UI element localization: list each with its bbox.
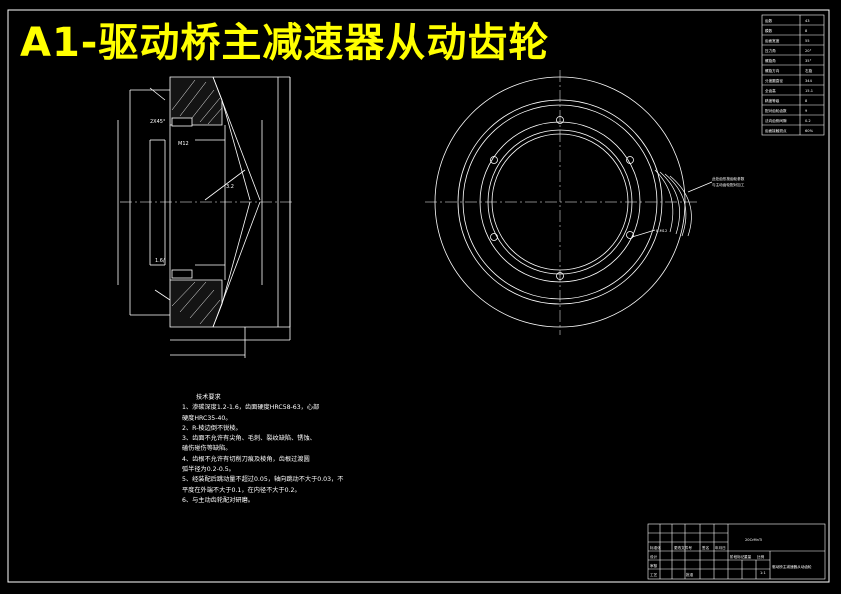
label-weight: 重量 bbox=[744, 554, 752, 559]
section-view bbox=[117, 76, 295, 358]
param-value: 15.1 bbox=[805, 89, 813, 93]
tech-req-item: 平度在外端不大于0.1，在内径不大于0.2。 bbox=[182, 486, 301, 494]
tech-req-item: 6、与主动齿轮配对研磨。 bbox=[182, 496, 254, 504]
bolt-hole bbox=[490, 233, 498, 241]
tech-req-item: 5、经装配后跳动量不超过0.05，轴向跳动不大于0.03，不 bbox=[182, 476, 344, 484]
tech-req-item: 4、齿根不允许有切削刀痕及棱角，齿根过渡圆 bbox=[182, 455, 310, 463]
param-label: 法向齿侧间隙 bbox=[765, 118, 787, 123]
title-block-text: 20CrMnTi 驱动桥主减速器从动齿轮 标准化 更改文件号 签名 年月日 设计… bbox=[650, 538, 812, 577]
label-design: 设计 bbox=[650, 554, 658, 559]
tech-req-item: 1、渗碳深度1.2-1.6，齿面硬度HRC58-63，心部 bbox=[182, 404, 320, 412]
bolt-hole bbox=[626, 156, 634, 164]
param-value: 右旋 bbox=[805, 68, 813, 73]
bolt-hole bbox=[556, 116, 564, 124]
tech-req-heading: 技术要求 bbox=[196, 394, 221, 401]
param-value: 55 bbox=[805, 39, 810, 43]
label-check: 审核 bbox=[650, 563, 658, 568]
param-value: 35° bbox=[805, 59, 812, 63]
chamfer-label: 2X45° bbox=[150, 119, 166, 125]
tooth-profiles bbox=[631, 169, 713, 238]
label-stage: 阶段标记 bbox=[730, 554, 745, 559]
tech-req-item: 弧半径为0.2-0.5。 bbox=[182, 466, 235, 474]
param-value: 8 bbox=[805, 99, 808, 103]
hole-note: 8-M12 bbox=[656, 229, 667, 233]
param-label: 模数 bbox=[765, 28, 773, 33]
param-label: 分度圆直径 bbox=[765, 78, 783, 83]
param-value: 20° bbox=[805, 49, 812, 53]
param-value: 0.2 bbox=[805, 119, 811, 123]
param-label: 齿面接触斑点 bbox=[765, 128, 787, 133]
surface-finish-2: 1.6/ bbox=[155, 258, 165, 264]
param-label: 螺旋角 bbox=[765, 58, 776, 63]
param-value: 9 bbox=[805, 109, 808, 113]
title-block-material: 20CrMnTi bbox=[745, 538, 762, 542]
tooth-note-1: 此处齿形按齿轮参数 bbox=[712, 176, 745, 181]
label-approve: 批准 bbox=[686, 572, 694, 577]
bolt-holes bbox=[490, 116, 634, 280]
param-label: 压力角 bbox=[765, 48, 776, 53]
param-value: 43 bbox=[805, 19, 810, 23]
section-hatching bbox=[171, 79, 223, 325]
param-label: 配对齿轮齿数 bbox=[765, 108, 787, 113]
parameter-table bbox=[761, 14, 825, 136]
bolt-hole bbox=[556, 272, 564, 280]
front-view bbox=[425, 70, 700, 335]
drawing-title: A1-驱动桥主减速器从动齿轮 bbox=[20, 20, 550, 66]
param-label: 齿数 bbox=[765, 18, 773, 23]
label-ratio: 比例 bbox=[757, 554, 765, 559]
bolt-hole bbox=[626, 231, 634, 239]
title-block-designation: 驱动桥主减速器从动齿轮 bbox=[772, 564, 812, 569]
label-sign: 签名 bbox=[702, 545, 710, 550]
tech-req-item: 2、R-棱边倒不锐棱。 bbox=[182, 424, 242, 432]
label-standard: 标准化 bbox=[650, 545, 661, 550]
label-date: 年月日 bbox=[715, 545, 726, 550]
label-process: 工艺 bbox=[650, 572, 658, 577]
param-value: 60% bbox=[805, 129, 814, 133]
param-label: 全齿高 bbox=[765, 88, 776, 93]
technical-requirements: 技术要求 1、渗碳深度1.2-1.6，齿面硬度HRC58-63，心部 硬度HRC… bbox=[182, 393, 372, 506]
title-block-scale: 1:1 bbox=[760, 571, 766, 575]
tech-req-item: 磕伤碰伤等缺陷。 bbox=[182, 445, 232, 453]
surface-finish-1: 3.2 bbox=[226, 184, 234, 190]
param-value: 344 bbox=[805, 79, 813, 83]
tech-req-item: 3、齿面不允许有尖角、毛刺、裂纹缺陷、锈蚀、 bbox=[182, 435, 316, 443]
label-count: 更改文件号 bbox=[674, 545, 692, 550]
tech-req-item: 硬度HRC35-40。 bbox=[182, 414, 232, 422]
thread-label: M12 bbox=[178, 141, 189, 147]
title-block bbox=[647, 523, 826, 580]
parameter-table-text: 齿数 43 模数 8 齿面宽度 55 压力角 20° 螺旋角 35° 螺旋方向 … bbox=[765, 18, 814, 133]
outer-border bbox=[7, 9, 830, 583]
param-label: 螺旋方向 bbox=[765, 68, 780, 73]
tooth-note-2: 与主动齿轮配对加工 bbox=[712, 182, 745, 187]
param-value: 8 bbox=[805, 29, 808, 33]
param-label: 精度等级 bbox=[765, 98, 780, 103]
param-label: 齿面宽度 bbox=[765, 38, 780, 43]
bolt-hole bbox=[490, 156, 498, 164]
